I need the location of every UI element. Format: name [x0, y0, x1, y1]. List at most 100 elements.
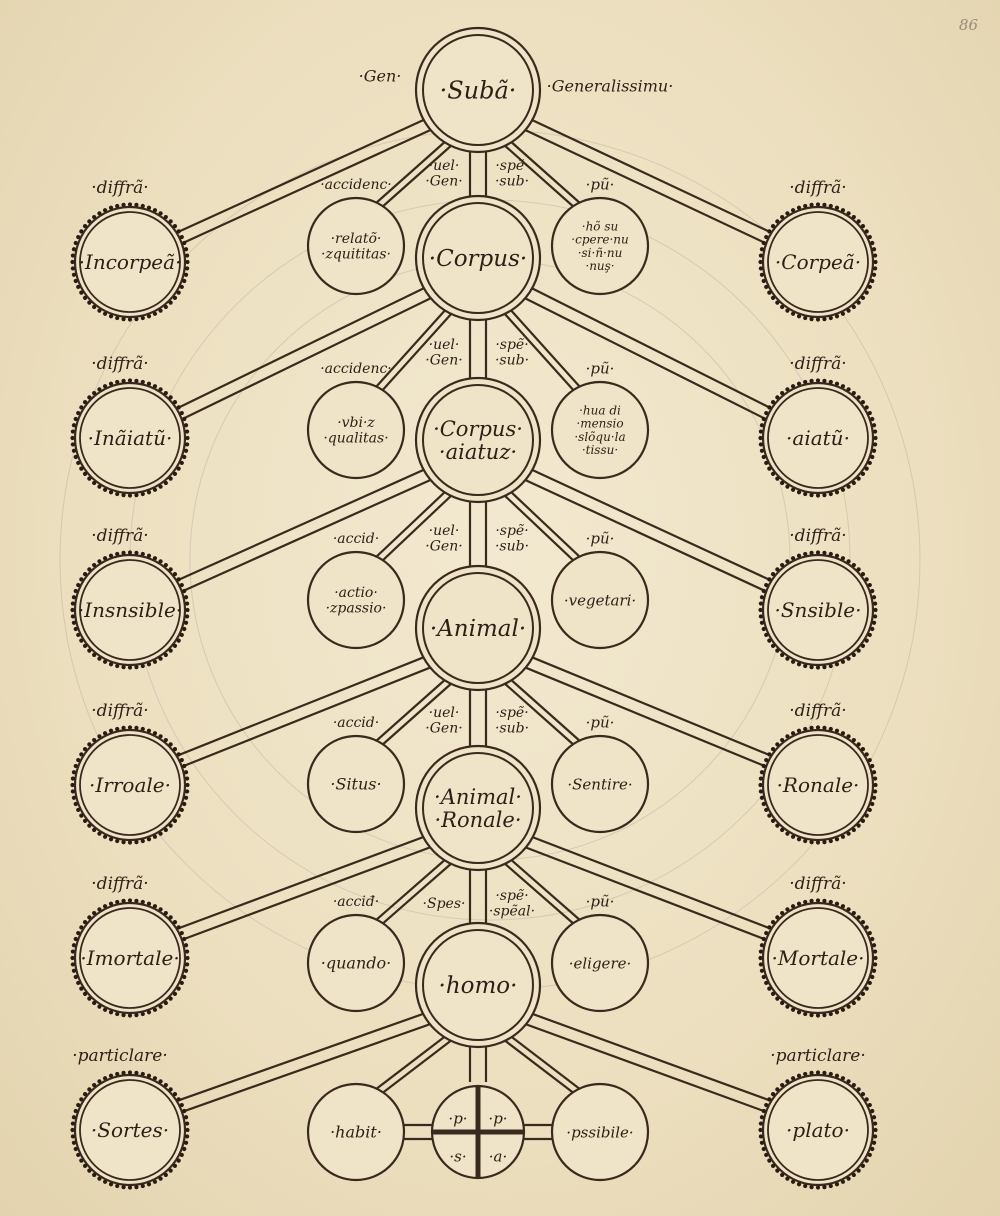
difference-circle-left	[70, 898, 190, 1018]
trunk-circle-text: ·Animal·	[430, 616, 526, 642]
trunk-circle	[414, 564, 542, 692]
top-circle-substance	[414, 26, 542, 154]
trunk-circle-text: ·homo·	[439, 973, 518, 999]
trunk-link-label-left: ·uel··Gen·	[425, 337, 462, 368]
difference-circle-left-text: ·Irroale·	[89, 773, 171, 797]
accident-circle	[306, 550, 406, 650]
difference-circle-left-text: ·Inãiatũ·	[88, 426, 173, 450]
branch-link-left	[172, 831, 441, 943]
difference-circle-right-text: ·Mortale·	[772, 946, 865, 970]
difference-circle-right	[758, 550, 878, 670]
difference-circle-right-text: ·Snsible·	[775, 598, 862, 622]
branch-link-inner-right	[503, 1033, 581, 1096]
trunk-circle	[414, 376, 542, 504]
accident-circle-text: ·Situs·	[330, 775, 381, 794]
branch-link-left	[172, 651, 441, 770]
trunk-link-label-right: ·spẽ··sub·	[495, 523, 529, 554]
branch-link-inner-right	[502, 676, 582, 748]
trunk-link	[468, 152, 488, 196]
branch-link-inner-left	[374, 488, 454, 564]
property-circle-text: ·eligere·	[569, 954, 632, 972]
trunk-link-label-right: ·spẽ··sub·	[495, 337, 529, 368]
branch-link-right	[514, 281, 777, 423]
difference-circle-right	[758, 202, 878, 322]
difference-circle-right-text: ·plato·	[786, 1118, 850, 1142]
accident-circle	[306, 380, 406, 480]
property-label: ·pũ·	[586, 713, 615, 731]
branch-link-left	[172, 463, 441, 595]
property-circle-text: ·hua di·mensio·slõqu·la·tissu·	[574, 403, 625, 457]
difference-label-left: ·diffrã·	[91, 874, 148, 894]
trunk-link-label-right: ·spẽ··spẽal·	[489, 888, 535, 919]
trunk-link	[468, 1047, 488, 1082]
trunk-circle-text: ·Animal··Ronale·	[434, 785, 522, 832]
genus-label: ·Gen·	[359, 67, 402, 86]
difference-circle-left-text: ·Insnsible·	[78, 598, 182, 622]
difference-label-left: ·diffrã·	[91, 354, 148, 374]
individuals-cross-circle	[430, 1084, 526, 1180]
difference-circle-left	[70, 725, 190, 845]
difference-circle-left	[70, 202, 190, 322]
difference-label-right: ·diffrã·	[789, 874, 846, 894]
branch-link-inner-left	[374, 138, 454, 210]
cross-quadrant-letter: ·p·	[488, 1109, 507, 1127]
branch-link-left	[172, 1008, 441, 1115]
accident-circle	[306, 1082, 406, 1182]
trunk-link	[468, 690, 488, 746]
difference-circle-right	[758, 1070, 878, 1190]
cross-quadrant-letter: ·a·	[489, 1147, 507, 1165]
branch-link-inner-right	[502, 306, 582, 394]
difference-circle-left-text: ·Sortes·	[91, 1118, 169, 1142]
trunk-circle	[414, 194, 542, 322]
difference-circle-left	[70, 1070, 190, 1190]
property-circle	[550, 913, 650, 1013]
difference-circle-right-text: ·Ronale·	[777, 773, 860, 797]
trunk-link-label-right: ·spẽ··sub·	[495, 158, 529, 189]
trunk-circle	[414, 921, 542, 1049]
accident-circle-text: ·actio··zpassio·	[326, 585, 387, 616]
trunk-link	[468, 320, 488, 378]
property-circle	[550, 734, 650, 834]
difference-circle-left-text: ·Incorpeã·	[79, 250, 182, 274]
difference-circle-left	[70, 378, 190, 498]
trunk-circle-text: ·Corpus·	[429, 246, 527, 272]
difference-circle-right	[758, 378, 878, 498]
difference-label-left: ·diffrã·	[91, 701, 148, 721]
accident-circle-text: ·habit·	[330, 1123, 382, 1142]
difference-label-right: ·diffrã·	[789, 178, 846, 198]
accident-label: ·accidenc·	[320, 361, 392, 377]
trunk-circle-text: ·Corpus··aiatuz·	[433, 417, 523, 464]
branch-link-right	[515, 831, 776, 943]
property-label: ·pũ·	[586, 892, 615, 910]
property-circle-text: ·Sentire·	[567, 775, 632, 793]
branch-link-inner-left	[374, 306, 454, 394]
difference-circle-right	[758, 725, 878, 845]
property-label: ·pũ·	[586, 359, 615, 377]
branch-link-inner-right	[502, 138, 582, 210]
difference-circle-left-text: ·Imortale·	[80, 946, 179, 970]
cross-quadrant-letter: ·p·	[448, 1109, 467, 1127]
property-label: ·pũ·	[586, 529, 615, 547]
cross-quadrant-letter: ·s·	[449, 1147, 466, 1165]
difference-label-right: ·diffrã·	[789, 526, 846, 546]
difference-circle-right-text: ·aiatũ·	[786, 426, 850, 450]
trunk-link-label-left: ·uel··Gen·	[425, 705, 462, 736]
accident-circle	[306, 734, 406, 834]
trunk-link-label-left: ·uel··Gen·	[425, 523, 462, 554]
branch-link-inner-right	[502, 856, 582, 927]
property-label: ·pũ·	[586, 175, 615, 193]
difference-label-left: ·diffrã·	[91, 526, 148, 546]
difference-circle-right-text: ·Corpeã·	[775, 250, 861, 274]
branch-link-left	[171, 281, 442, 423]
branch-link-right	[514, 113, 777, 247]
property-circle	[550, 1082, 650, 1182]
top-circle-text: ·Subã·	[440, 76, 517, 104]
accident-label: ·accid·	[333, 531, 379, 547]
property-circle	[550, 196, 650, 296]
branch-link-inner-left	[374, 856, 454, 927]
accident-label: ·acciđ·	[333, 894, 379, 910]
difference-label-right: ·diffrã·	[789, 701, 846, 721]
trunk-circle	[414, 744, 542, 872]
